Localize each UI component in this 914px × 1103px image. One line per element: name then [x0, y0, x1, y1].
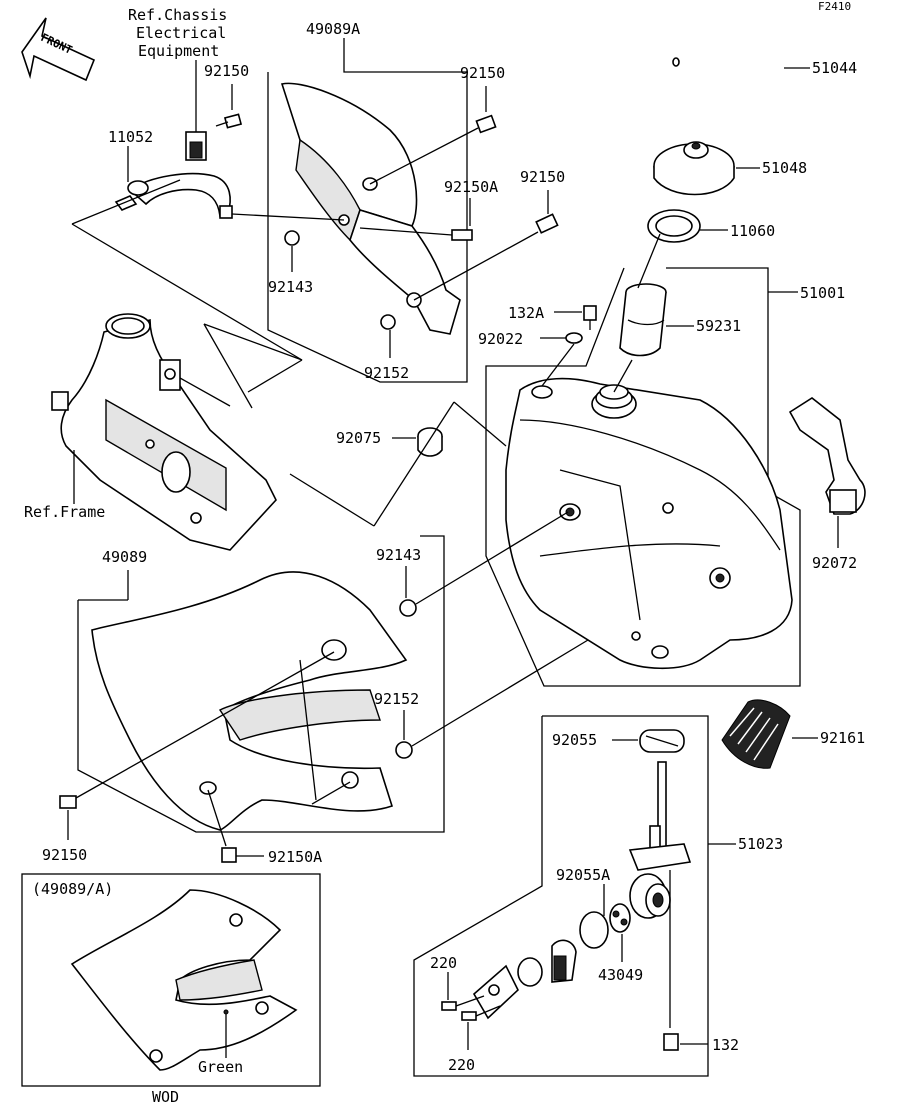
label-92161: 92161 [820, 729, 865, 747]
label-92150A-a: 92150A [444, 178, 498, 196]
label-92150A-b: 92150A [268, 848, 322, 866]
label-92143-a: 92143 [268, 278, 313, 296]
label-220-b: 220 [448, 1056, 475, 1074]
cock-lever [551, 939, 577, 983]
gasket-92055 [639, 729, 685, 753]
inset-footer: WOD [152, 1088, 179, 1103]
bolt-132 [663, 1033, 679, 1051]
label-92143-b: 92143 [376, 546, 421, 564]
strap-92072 [788, 397, 866, 515]
figure-code: F2410 [818, 0, 851, 13]
inset-color-label: Green [198, 1058, 243, 1076]
fuel-cock-51023 [628, 761, 692, 919]
bolt-92150-a [215, 113, 243, 129]
ref-chassis-label-1: Ref.Chassis [128, 6, 227, 24]
inset-shroud [70, 889, 298, 1071]
washer-92022 [565, 332, 583, 344]
label-11052: 11052 [108, 128, 153, 146]
inset-title: (49089/A) [32, 880, 113, 898]
collar-92152-a [380, 314, 396, 330]
frame-section [51, 313, 277, 551]
label-132: 132 [712, 1036, 739, 1054]
label-92152-a: 92152 [364, 364, 409, 382]
label-220-a: 220 [430, 954, 457, 972]
label-92150-c: 92150 [520, 168, 565, 186]
label-43049: 43049 [598, 966, 643, 984]
label-92022: 92022 [478, 330, 523, 348]
label-132A: 132A [508, 304, 544, 322]
front-arrow-icon: FRONT [21, 17, 96, 82]
screw-220-a [441, 1001, 457, 1011]
collar-92143-b [399, 599, 417, 617]
label-59231: 59231 [696, 317, 741, 335]
label-92055: 92055 [552, 731, 597, 749]
bolt-92150-b [475, 114, 497, 134]
cap-51048 [653, 141, 735, 196]
label-92072: 92072 [812, 554, 857, 572]
gasket-11060 [647, 209, 701, 243]
ref-chassis-label-2: Electrical [136, 24, 226, 42]
filter-59231 [619, 283, 667, 357]
label-51001: 51001 [800, 284, 845, 302]
label-11060: 11060 [730, 222, 775, 240]
oring-small [517, 957, 543, 987]
label-51048: 51048 [762, 159, 807, 177]
ref-chassis-label-3: Equipment [138, 42, 219, 60]
label-92150-d: 92150 [42, 846, 87, 864]
shroud-upper-bracket [280, 82, 461, 335]
label-51044: 51044 [812, 59, 857, 77]
label-92150-b: 92150 [460, 64, 505, 82]
bolt-92150-d [59, 795, 77, 809]
label-92055A: 92055A [556, 866, 610, 884]
pad-92161 [721, 699, 791, 769]
fuel-tank-51001 [505, 377, 793, 670]
gasket-43049 [609, 903, 631, 933]
inset-box [21, 873, 321, 1087]
ref-frame-label: Ref.Frame [24, 503, 105, 521]
cover-plate [472, 964, 519, 1020]
oring-92055A [579, 911, 609, 949]
connector-clip [185, 131, 207, 161]
collar-92143-a [284, 230, 300, 246]
collar-92152-b [395, 741, 413, 759]
label-92150-a: 92150 [204, 62, 249, 80]
label-49089: 49089 [102, 548, 147, 566]
damper-92075 [417, 427, 443, 457]
label-51023: 51023 [738, 835, 783, 853]
bolt-92150-c [535, 213, 559, 234]
screw-220-b [461, 1011, 477, 1021]
label-92152-b: 92152 [374, 690, 419, 708]
radiator-shroud-49089 [91, 571, 408, 831]
hose-51044 [672, 47, 784, 117]
bolt-92150A-b [221, 847, 237, 863]
bolt-132A [583, 305, 597, 330]
part-11052-bracket [114, 172, 233, 219]
label-49089A: 49089A [306, 20, 360, 38]
bolt-92150A-a [451, 229, 473, 241]
label-92075: 92075 [336, 429, 381, 447]
